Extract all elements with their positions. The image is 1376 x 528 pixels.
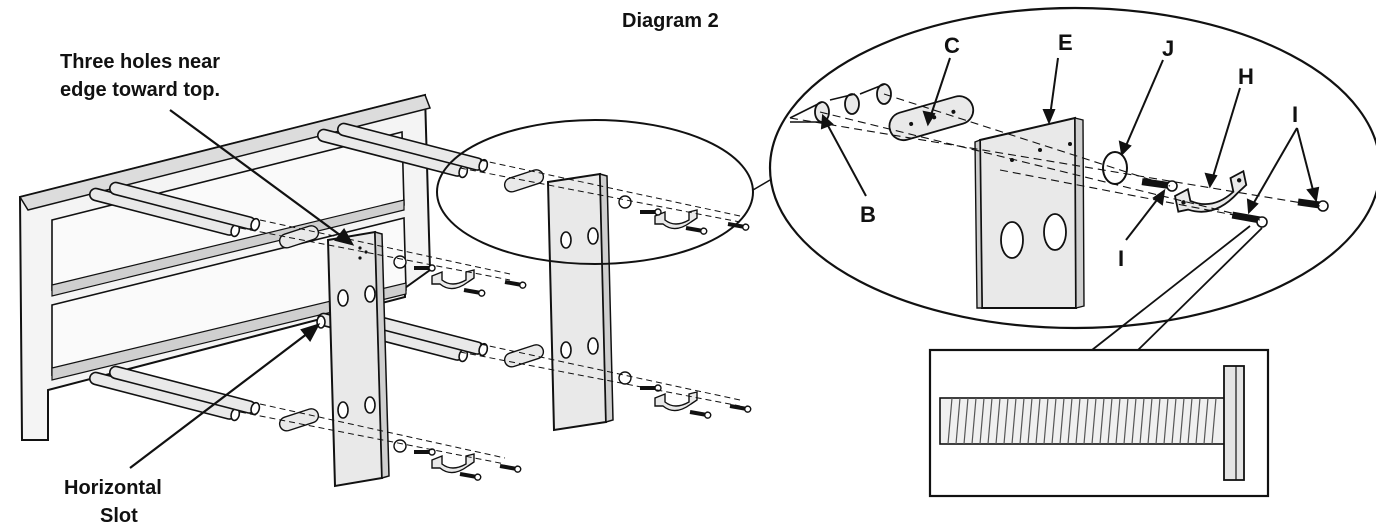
part-label-e: E — [1058, 30, 1073, 55]
part-label-h: H — [1238, 64, 1254, 89]
closeup-connector — [1091, 225, 1263, 351]
alignment-lines-left — [239, 159, 741, 465]
label-leaders — [820, 57, 1320, 241]
callout-arrows-left — [129, 109, 355, 469]
zoom-ellipse-small — [436, 119, 754, 265]
slot-note-line1: Horizontal — [64, 477, 162, 499]
alignment-lines-detail — [789, 93, 1321, 221]
slot-note-line2: Slot — [100, 505, 138, 527]
part-label-i-right: I — [1292, 102, 1298, 127]
vertical-panel-front — [316, 230, 390, 488]
part-label-c: C — [944, 33, 960, 58]
screw-closeup — [928, 348, 1270, 498]
holes-note-line2: edge toward top. — [60, 79, 220, 101]
part-label-j: J — [1162, 36, 1174, 61]
zoom-connector — [752, 179, 771, 191]
diagram-title: Diagram 2 — [622, 10, 719, 32]
holes-note-line1: Three holes near — [60, 51, 220, 73]
part-label-i-left: I — [1118, 246, 1124, 271]
vertical-panel-back — [546, 172, 614, 432]
part-label-b: B — [860, 202, 876, 227]
